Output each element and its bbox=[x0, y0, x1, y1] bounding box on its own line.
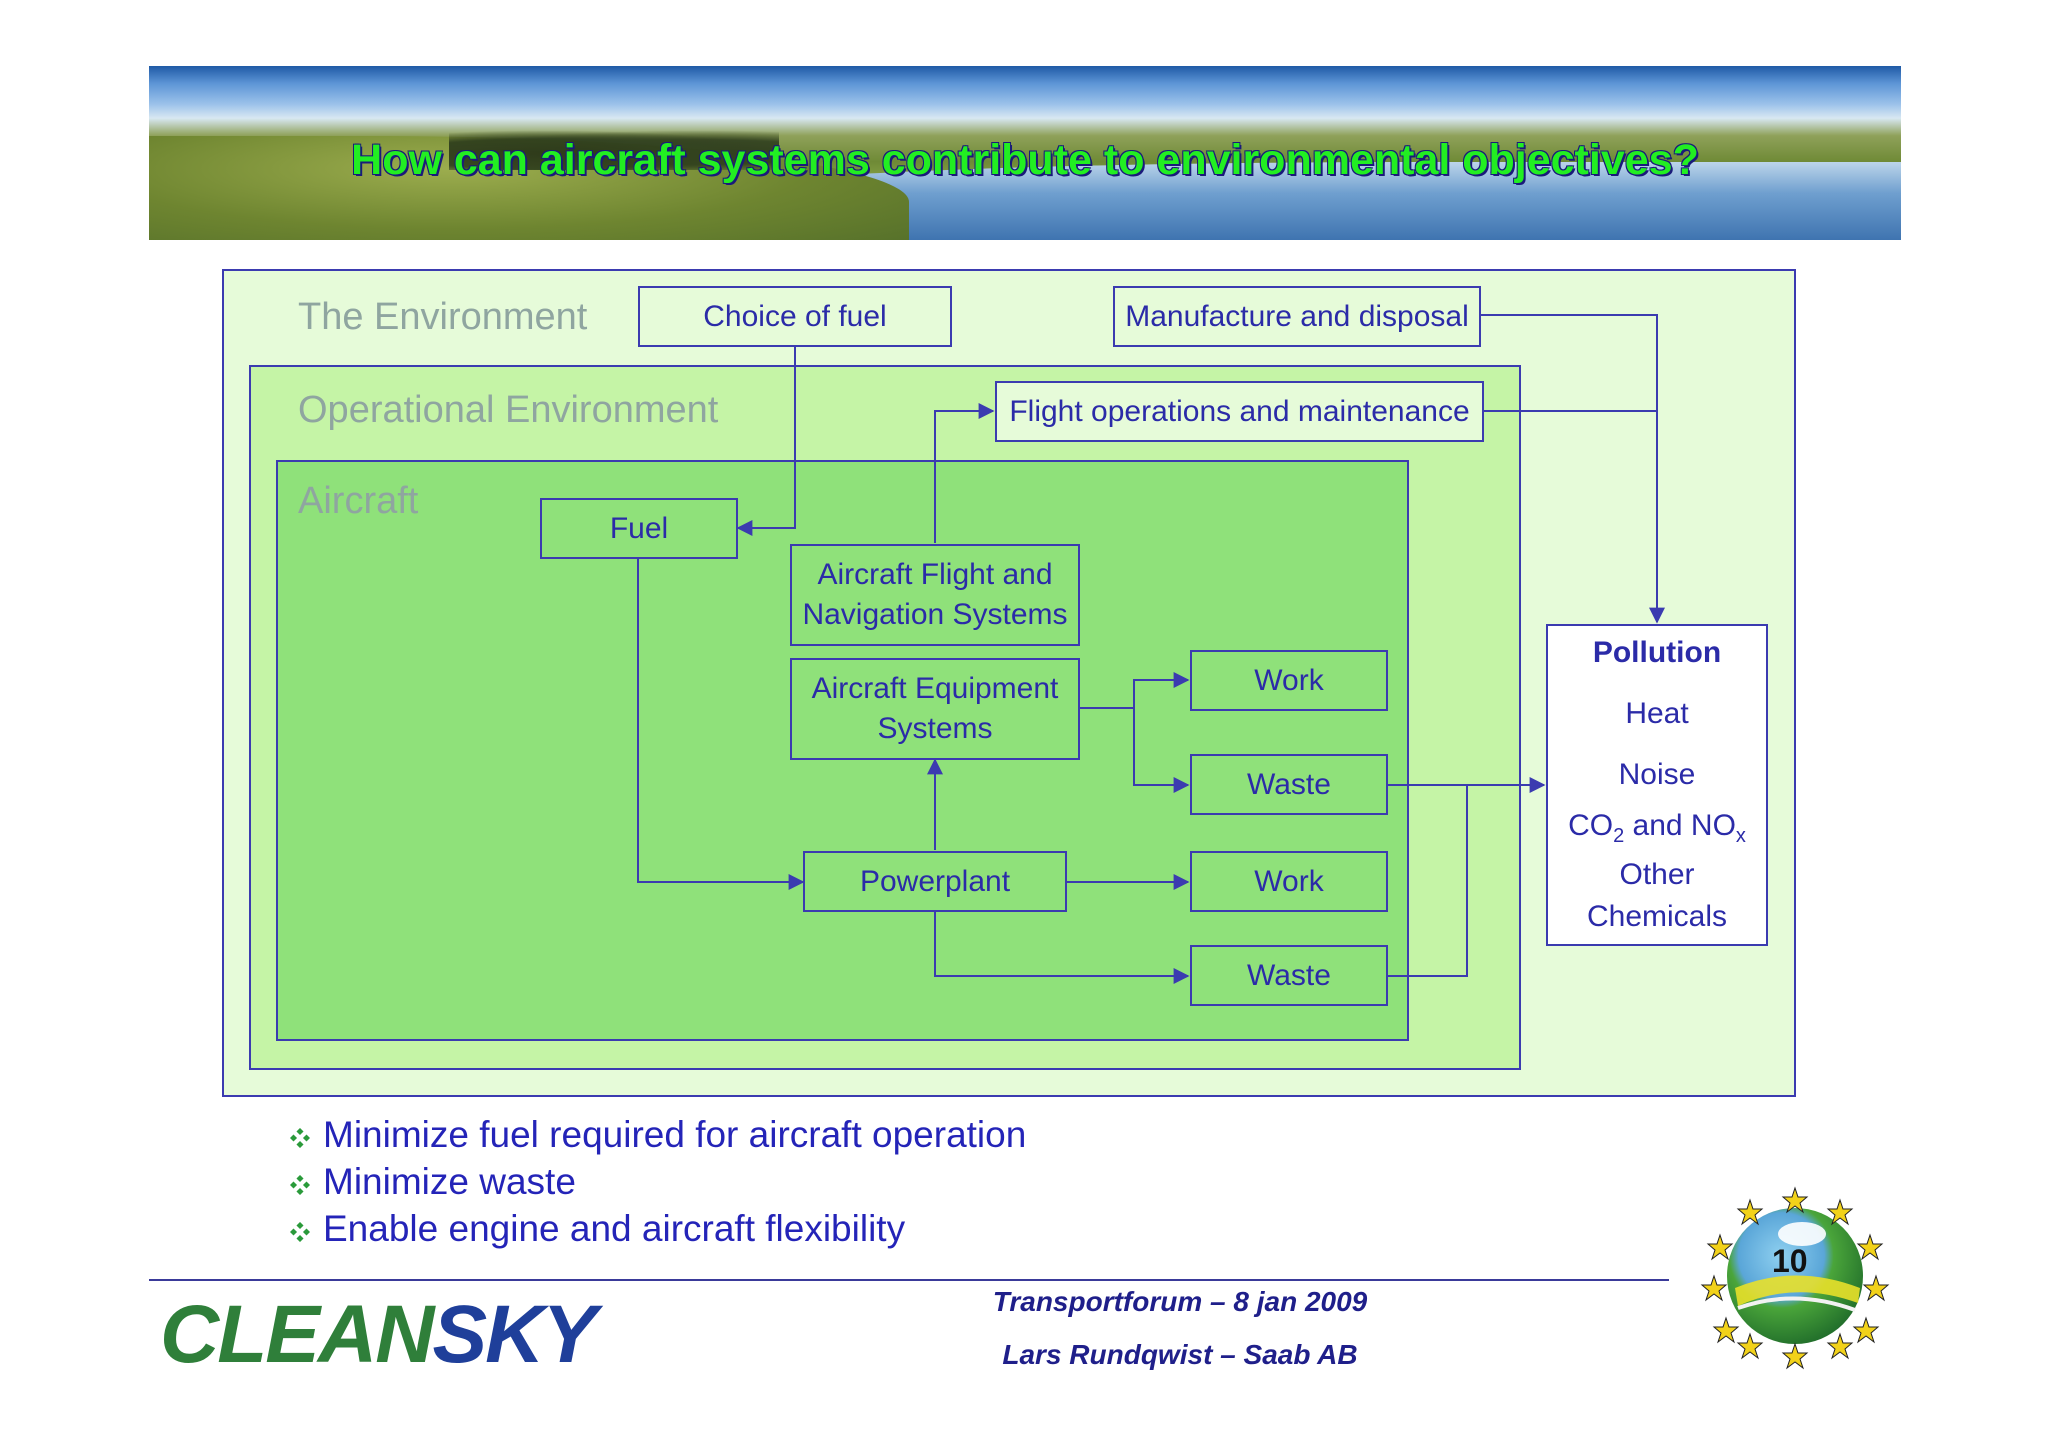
footer-author: Lars Rundqwist – Saab AB bbox=[1002, 1339, 1358, 1370]
label-operational-environment: Operational Environment bbox=[298, 389, 719, 431]
nav-line-2: Navigation Systems bbox=[802, 598, 1068, 631]
box-work-powerplant: Work bbox=[1190, 851, 1388, 912]
arrow-manufacture-to-pollution bbox=[1480, 314, 1665, 624]
box-pollution: Pollution Heat Noise CO2 and NOx Other C… bbox=[1546, 624, 1768, 946]
pollution-co2-nox: CO2 and NOx bbox=[1568, 809, 1746, 847]
page-number: 10 bbox=[1772, 1243, 1808, 1279]
box-fuel: Fuel bbox=[540, 498, 738, 559]
box-flight-operations: Flight operations and maintenance bbox=[995, 381, 1484, 442]
banner-trees-image bbox=[449, 130, 779, 170]
equip-line-1: Aircraft Equipment bbox=[811, 672, 1059, 705]
equip-line-2: Systems bbox=[877, 712, 993, 745]
arrow-equipment-to-work bbox=[1133, 672, 1190, 708]
slide-title: How can aircraft systems contribute to e… bbox=[351, 136, 1699, 184]
diamond-bullet-icon bbox=[290, 1175, 310, 1195]
arrow-fuel-to-powerplant bbox=[637, 558, 805, 890]
pollution-noise: Noise bbox=[1618, 758, 1696, 791]
line-waste2-to-pollution bbox=[1387, 785, 1468, 977]
nav-line-1: Aircraft Flight and bbox=[817, 558, 1053, 591]
label-aircraft: Aircraft bbox=[298, 480, 419, 522]
arrow-nav-to-flightops bbox=[934, 403, 995, 543]
box-work-equipment: Work bbox=[1190, 650, 1388, 711]
cleansky-logo: CLEANSKY bbox=[160, 1289, 597, 1380]
arrow-equipment-to-waste bbox=[1133, 708, 1190, 793]
box-flight-navigation-systems: Aircraft Flight and Navigation Systems bbox=[790, 544, 1080, 646]
box-choice-of-fuel: Choice of fuel bbox=[638, 286, 952, 347]
arrow-choice-to-fuel bbox=[736, 346, 796, 536]
box-manufacture-and-disposal: Manufacture and disposal bbox=[1113, 286, 1481, 347]
footer-event: Transportforum – 8 jan 2009 bbox=[992, 1286, 1368, 1317]
header-banner: How can aircraft systems contribute to e… bbox=[149, 66, 1901, 240]
footer-divider bbox=[149, 1279, 1669, 1281]
cleansky-emblem-icon bbox=[1700, 1186, 1890, 1370]
pollution-other: Other bbox=[1619, 858, 1695, 891]
box-powerplant: Powerplant bbox=[803, 851, 1067, 912]
box-waste-powerplant: Waste bbox=[1190, 945, 1388, 1006]
box-equipment-systems: Aircraft Equipment Systems bbox=[790, 658, 1080, 760]
pollution-heat: Heat bbox=[1625, 697, 1689, 730]
region-aircraft bbox=[276, 460, 1409, 1041]
arrow-powerplant-to-waste bbox=[934, 912, 1190, 984]
label-environment: The Environment bbox=[298, 296, 588, 338]
pollution-chemicals: Chemicals bbox=[1586, 900, 1728, 933]
diamond-bullet-icon bbox=[290, 1128, 310, 1148]
pollution-title: Pollution bbox=[1592, 636, 1722, 669]
box-waste-equipment: Waste bbox=[1190, 754, 1388, 815]
diamond-bullet-icon bbox=[290, 1222, 310, 1242]
